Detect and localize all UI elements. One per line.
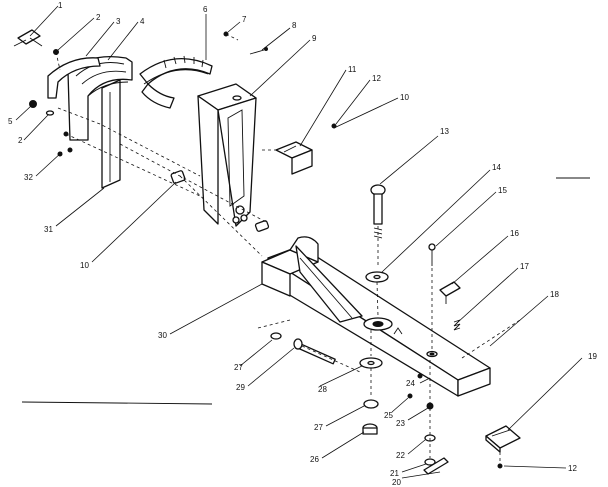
callout-21: 21	[390, 469, 399, 478]
bracket	[275, 141, 313, 175]
callout-15: 15	[498, 186, 507, 195]
callout-18: 18	[550, 290, 559, 299]
callout-9: 9	[312, 34, 317, 43]
callout-10: 10	[80, 261, 89, 270]
column	[197, 83, 257, 227]
callout-17: 17	[520, 262, 529, 271]
callout-3: 3	[116, 17, 121, 26]
callout-7: 7	[242, 15, 247, 24]
small-hardware	[13, 29, 521, 475]
alignment-lines	[55, 33, 501, 466]
callout-12: 12	[372, 74, 381, 83]
callout-1: 1	[58, 1, 63, 10]
callout-12: 12	[568, 464, 577, 473]
callout-25: 25	[384, 411, 393, 420]
callout-19: 19	[588, 352, 597, 361]
callout-10: 10	[400, 93, 409, 102]
callout-11: 11	[348, 65, 357, 74]
callout-24: 24	[406, 379, 415, 388]
callout-27: 27	[234, 363, 243, 372]
callout-20: 20	[392, 478, 401, 487]
callout-2: 2	[96, 13, 101, 22]
rear-guard	[139, 55, 213, 109]
leader-lines	[15, 5, 583, 479]
beam-assembly	[261, 236, 491, 397]
callout-29: 29	[236, 383, 245, 392]
callout-28: 28	[318, 385, 327, 394]
callout-8: 8	[292, 21, 297, 30]
callout-30: 30	[158, 331, 167, 340]
stray-lines	[21, 177, 590, 405]
callout-13: 13	[440, 127, 449, 136]
callout-6: 6	[203, 5, 208, 14]
callout-labels: 1 2 3 4 5 2 32 6 7 8 9 11 12 10 13 14 15…	[8, 1, 597, 487]
callout-32: 32	[24, 173, 33, 182]
callout-4: 4	[140, 17, 145, 26]
guard-housing	[47, 55, 133, 189]
callout-26: 26	[310, 455, 319, 464]
callout-5: 5	[8, 117, 13, 126]
callout-14: 14	[492, 163, 501, 172]
callout-27: 27	[314, 423, 323, 432]
callout-2: 2	[18, 136, 23, 145]
callout-31: 31	[44, 225, 53, 234]
callout-16: 16	[510, 229, 519, 238]
callout-23: 23	[396, 419, 405, 428]
callout-22: 22	[396, 451, 405, 460]
